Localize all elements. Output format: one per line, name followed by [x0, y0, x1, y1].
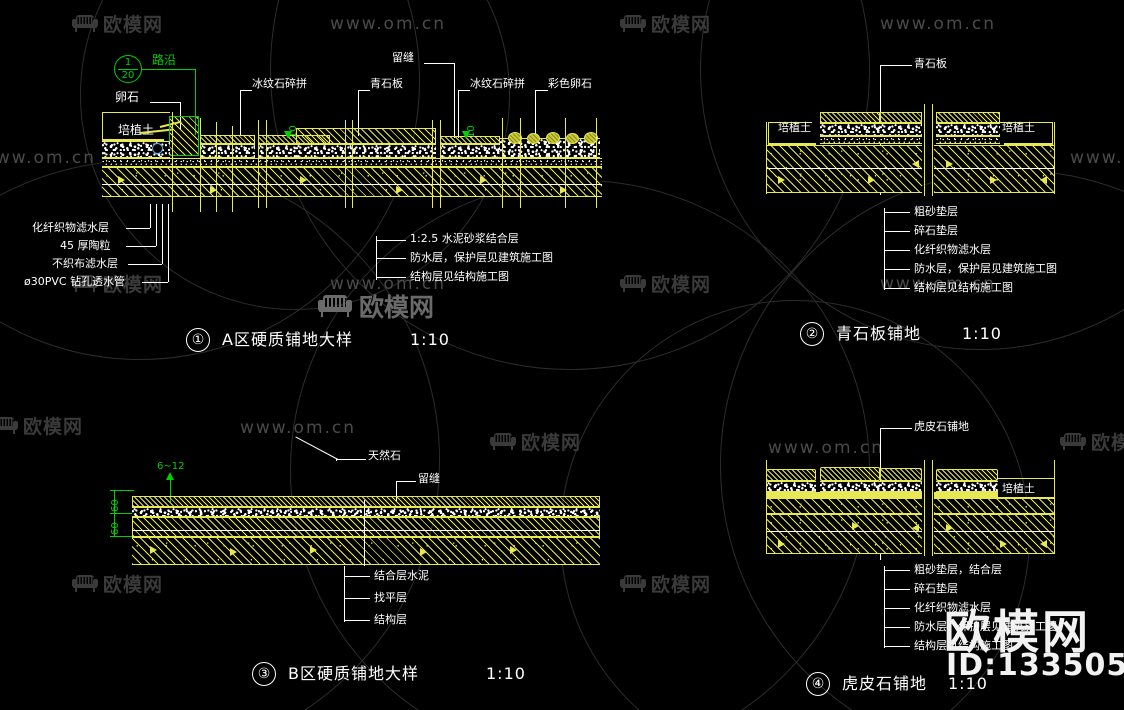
detail-scale-1: 1:10	[410, 330, 450, 349]
watermark-logo: 欧模网	[620, 570, 711, 597]
sofa-icon	[620, 275, 646, 292]
sofa-icon	[318, 295, 352, 317]
note-leveling-layer: 找平层	[374, 591, 407, 604]
sofa-icon	[490, 433, 516, 450]
detail-scale-2: 1:10	[962, 324, 1002, 343]
watermark-brand-text: 欧模网	[651, 574, 712, 596]
note-coarse-sand-bond: 粗砂垫层，结合层	[914, 563, 1002, 576]
label-tiger-skin-stone: 虎皮石铺地	[914, 420, 969, 433]
sofa-icon	[0, 417, 18, 434]
detail-scale-4: 1:10	[948, 674, 988, 693]
label-curb: 路沿	[152, 53, 177, 67]
sofa-icon	[620, 15, 646, 32]
note-fiber-filter-layer: 化纤织物滤水层	[32, 221, 109, 234]
label-planting-soil-4: 培植土	[1002, 482, 1035, 495]
watermark-url: www.om.cn	[240, 418, 357, 438]
watermark-brand-text: 欧模网	[521, 432, 582, 454]
watermark-brand-text: 欧模网	[23, 416, 84, 438]
note-gravel-cushion: 碎石垫层	[914, 224, 958, 237]
sofa-icon	[620, 575, 646, 592]
note-45-ceramsite: 45 厚陶粒	[60, 239, 111, 252]
note-pvc-drain-pipe: ø30PVC 钻孔透水管	[24, 275, 126, 288]
watermark-brand-text: 欧模网	[103, 574, 164, 596]
watermark-url: www.om.cn	[1070, 148, 1124, 168]
note-nonwoven-filter-layer: 不织布滤水层	[52, 257, 118, 270]
detail-marker-1-20: 1 20	[114, 55, 142, 83]
note-waterproof-layer: 防水层，保护层见建筑施工图	[410, 251, 553, 264]
label-bluestone-slab-2: 青石板	[914, 57, 947, 70]
note-coarse-sand-cushion: 粗砂垫层	[914, 205, 958, 218]
note-structural-layer-3: 结构层	[374, 613, 407, 626]
marker-bottom-number: 20	[121, 69, 135, 81]
note-structural-layer: 结构层见结构施工图	[410, 270, 509, 283]
detail-number-1: ①	[186, 328, 210, 352]
detail-scale-3: 1:10	[486, 664, 526, 683]
label-joint-gap-3: 留缝	[418, 472, 440, 485]
detail-title-1: A区硬质铺地大样	[222, 330, 353, 349]
dimension-60-a: 60	[110, 499, 121, 512]
watermark-brand-text: 欧模网	[1091, 432, 1124, 454]
label-planting-soil-left: 培植土	[778, 121, 811, 134]
watermark-url: www.om.cn	[880, 14, 997, 34]
sofa-icon	[72, 15, 98, 32]
dimension-6-12: 6~12	[157, 461, 185, 472]
note-structural-layer-4: 结构层见结构施工图	[914, 639, 1013, 652]
detail-number-3: ③	[252, 662, 276, 686]
dimension-60-b: 60	[110, 522, 121, 535]
note-waterproof-layer-2: 防水层，保护层见建筑施工图	[914, 262, 1057, 275]
note-waterproof-layer-4: 防水层，保护层见建筑施工图	[914, 620, 1057, 633]
label-colored-cobblestone: 彩色卵石	[548, 77, 592, 90]
detail-number-2: ②	[800, 322, 824, 346]
watermark-url: www.om.cn	[0, 148, 97, 168]
watermark-logo: 欧模网	[72, 570, 163, 597]
note-fiber-filter-layer-4: 化纤织物滤水层	[914, 601, 991, 614]
watermark-brand-text: 欧模网	[651, 14, 712, 36]
watermark-brand-text: 欧模网	[651, 274, 712, 296]
label-planting-soil-right: 培植土	[1002, 121, 1035, 134]
note-fiber-filter-layer-2: 化纤织物滤水层	[914, 243, 991, 256]
note-structural-layer-2: 结构层见结构施工图	[914, 281, 1013, 294]
note-cement-mortar-bond-layer: 1:2.5 水泥砂浆结合层	[410, 232, 519, 245]
watermark-logo: 欧模网	[72, 10, 163, 37]
watermark-url: www.om.cn	[330, 14, 447, 34]
note-bond-layer-cement: 结合层水泥	[374, 569, 429, 582]
label-cobblestone: 卵石	[115, 90, 140, 104]
label-ice-crack-stone-1: 冰纹石碎拼	[252, 77, 307, 90]
label-ice-crack-stone-2: 冰纹石碎拼	[470, 77, 525, 90]
sofa-icon	[1060, 433, 1086, 450]
detail-title-3: B区硬质铺地大样	[288, 664, 419, 683]
detail-number-4: ④	[806, 672, 830, 696]
watermark-center-logo: 欧模网	[318, 288, 434, 324]
marker-top-number: 1	[124, 56, 132, 68]
watermark-logo: 欧模网	[0, 412, 83, 439]
sofa-icon	[72, 575, 98, 592]
detail-title-2: 青石板铺地	[836, 324, 922, 343]
detail-title-4: 虎皮石铺地	[842, 674, 928, 693]
watermark-brand-text: 欧模网	[103, 14, 164, 36]
watermark-logo: 欧模网	[620, 10, 711, 37]
watermark-brand-text: 欧模网	[359, 293, 435, 322]
watermark-id: ID:1335058	[946, 648, 1124, 683]
label-bluestone-slab: 青石板	[370, 77, 403, 90]
label-joint-gap: 留缝	[392, 51, 414, 64]
label-natural-stone: 天然石	[368, 449, 401, 462]
watermark-logo: 欧模网	[620, 270, 711, 297]
watermark-logo: 欧模网	[1060, 428, 1124, 455]
watermark-logo: 欧模网	[490, 428, 581, 455]
watermark-big-brand: 欧模网	[944, 605, 1091, 659]
note-gravel-cushion-4: 碎石垫层	[914, 582, 958, 595]
watermark-url: www.om.cn	[768, 438, 885, 458]
